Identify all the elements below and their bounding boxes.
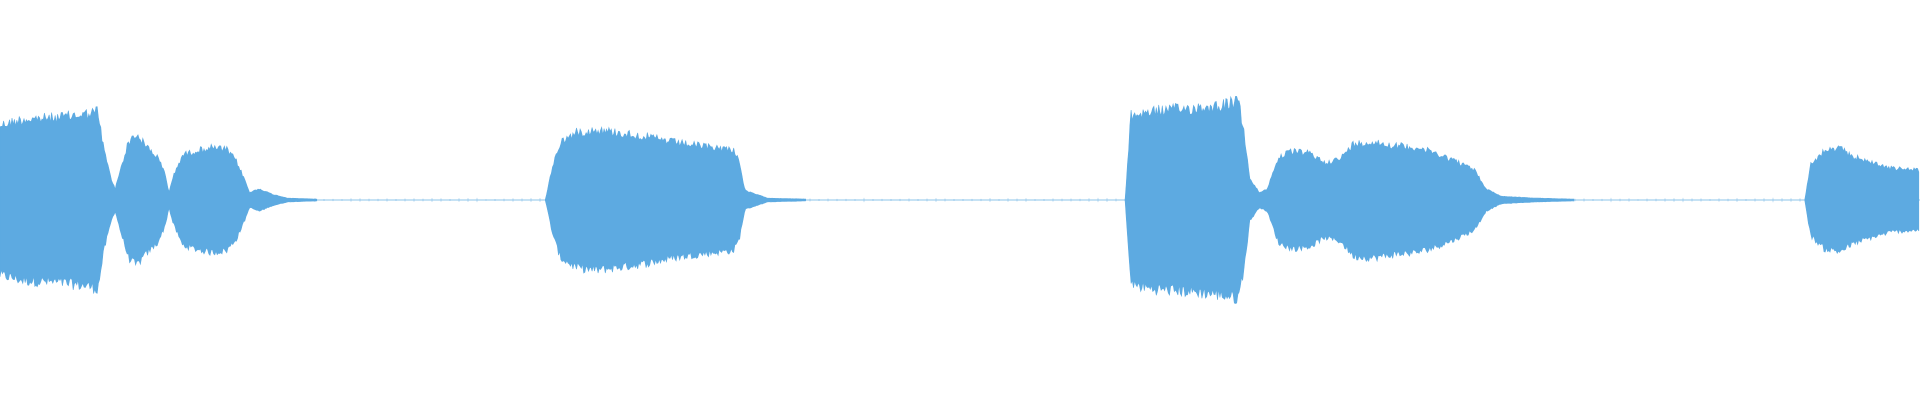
waveform-segment-2 xyxy=(545,126,806,274)
waveform-segment-1 xyxy=(0,106,318,294)
waveform-segment-4 xyxy=(1804,145,1920,254)
waveform-segments xyxy=(0,95,1920,304)
waveform-segment-3 xyxy=(1124,95,1575,304)
